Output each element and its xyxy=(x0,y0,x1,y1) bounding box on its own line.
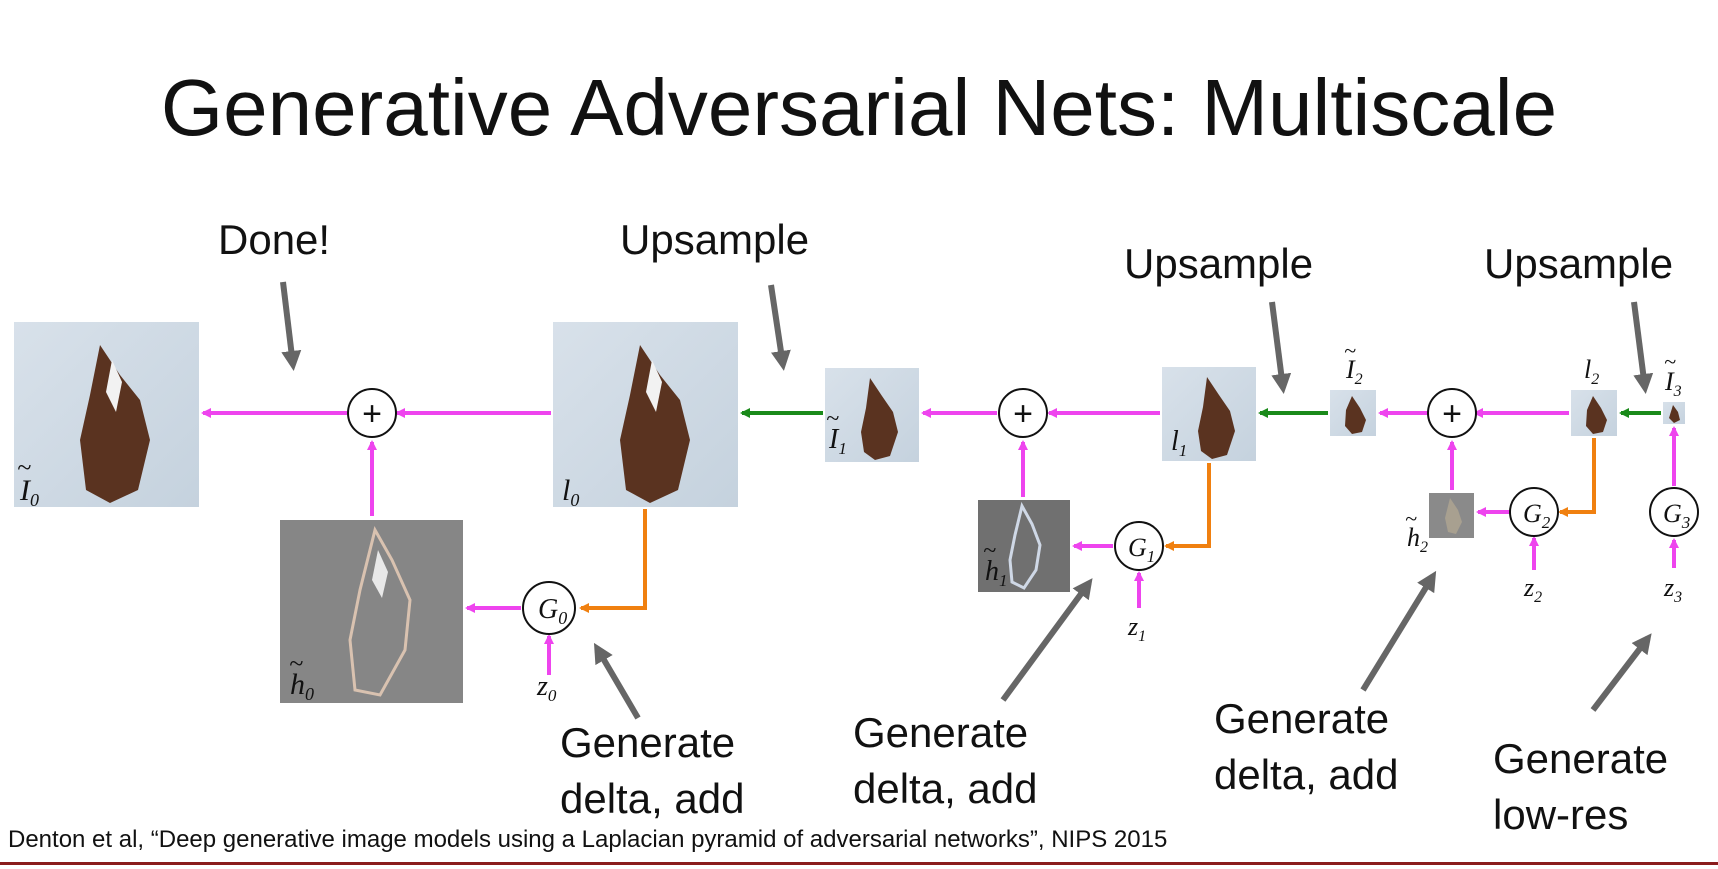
callout-generate-delta-2-line2: delta, add xyxy=(1214,751,1399,798)
generator-G0: G0 xyxy=(522,581,576,635)
callout-generate-delta-0-line2: delta, add xyxy=(560,775,745,822)
generator-G3: G3 xyxy=(1649,487,1699,537)
svg-text:~: ~ xyxy=(289,649,303,678)
callout-generate-delta-0-line1: Generate xyxy=(560,719,735,766)
callout-generate-delta-1-line1: Generate xyxy=(853,709,1028,756)
gray-callout-arrows xyxy=(280,281,1654,720)
svg-text:~: ~ xyxy=(1344,338,1356,363)
slide-title: Generative Adversarial Nets: Multiscale xyxy=(160,63,1558,152)
callout-generate-lowres-line1: Generate xyxy=(1493,735,1668,782)
callout-done: Done! xyxy=(218,216,330,263)
generator-G1: G1 xyxy=(1114,521,1164,571)
svg-text:~: ~ xyxy=(826,406,839,432)
label-l2: l2 xyxy=(1584,355,1599,388)
callout-upsample-2: Upsample xyxy=(1124,240,1313,287)
svg-text:G1: G1 xyxy=(1128,533,1155,566)
svg-text:~: ~ xyxy=(1664,349,1676,374)
label-l1: l1 xyxy=(1171,426,1187,460)
image-I0 xyxy=(14,322,199,507)
generator-G2: G2 xyxy=(1509,487,1559,537)
label-z3: z3 xyxy=(1663,573,1682,606)
label-l0: l0 xyxy=(562,474,579,510)
magenta-arrows xyxy=(201,408,1679,675)
plus-node-1: + xyxy=(998,388,1048,438)
svg-text:~: ~ xyxy=(17,453,31,482)
image-I2 xyxy=(1330,390,1376,436)
label-I0: I0 xyxy=(19,474,39,510)
image-h2 xyxy=(1429,493,1474,538)
label-I2: I2 xyxy=(1345,355,1363,388)
callout-upsample-3: Upsample xyxy=(1484,240,1673,287)
svg-text:+: + xyxy=(1013,395,1033,433)
image-h0 xyxy=(280,520,463,703)
citation: Denton et al, “Deep generative image mod… xyxy=(8,826,1168,853)
label-h0: h0 xyxy=(290,668,314,704)
image-l1 xyxy=(1162,367,1256,461)
math-labels: I0 ~ l0 h0 ~ z0 I1 ~ l1 h1 ~ z1 I2 ~ l2 … xyxy=(17,338,1682,705)
svg-text:+: + xyxy=(1442,395,1462,433)
svg-text:G2: G2 xyxy=(1523,499,1551,532)
svg-text:~: ~ xyxy=(983,538,996,564)
callout-generate-delta-1-line2: delta, add xyxy=(853,765,1038,812)
label-z2: z2 xyxy=(1523,573,1542,606)
callout-generate-delta-2-line1: Generate xyxy=(1214,695,1389,742)
label-h1: h1 xyxy=(985,556,1008,590)
image-I3 xyxy=(1663,402,1685,424)
bottom-rule xyxy=(0,862,1718,865)
callout-upsample-1: Upsample xyxy=(620,216,809,263)
plus-node-0: + xyxy=(347,388,397,438)
orange-arrows xyxy=(579,438,1596,613)
label-z0: z0 xyxy=(536,671,557,705)
svg-text:+: + xyxy=(362,395,382,433)
label-h2: h2 xyxy=(1407,523,1428,556)
label-z1: z1 xyxy=(1127,612,1146,645)
image-h1 xyxy=(978,500,1070,592)
image-l2 xyxy=(1571,390,1617,436)
plus-node-2: + xyxy=(1427,388,1477,438)
svg-text:G0: G0 xyxy=(538,594,567,628)
callout-generate-lowres-line2: low-res xyxy=(1493,791,1628,838)
image-I1 xyxy=(825,368,919,462)
svg-text:~: ~ xyxy=(1405,506,1417,531)
svg-text:G3: G3 xyxy=(1663,499,1690,532)
image-l0 xyxy=(553,322,738,507)
label-I3: I3 xyxy=(1664,367,1682,400)
label-I1: I1 xyxy=(828,424,847,458)
